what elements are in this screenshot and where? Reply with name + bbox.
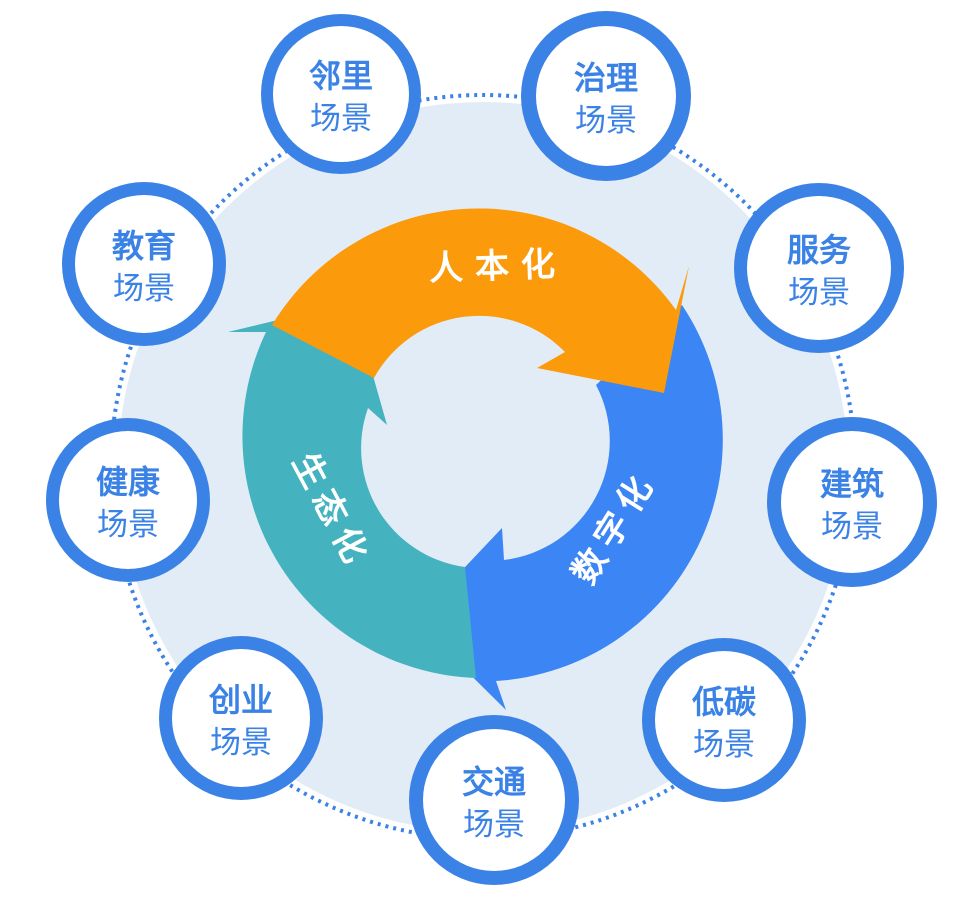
arrow-shuzi [415,305,723,710]
scene-sub: 场景 [310,101,372,137]
scene-node-face [536,26,676,166]
scene-title: 交通 [462,763,526,801]
scene-sub: 场景 [693,727,755,763]
scene-title: 治理 [574,59,638,97]
scene-sub: 场景 [97,507,159,543]
scene-node-chuangye: 创业 场景 [159,636,323,800]
scene-node-face [655,651,793,789]
scene-node-jiaotong: 交通 场景 [409,715,579,885]
scene-sub: 场景 [113,271,175,307]
label-renben: 人本化 [428,244,567,289]
scene-node-face [781,431,923,573]
scene-node-face [273,26,409,162]
scene-sub: 场景 [210,725,272,761]
scene-title: 健康 [96,463,161,501]
scene-title: 创业 [208,681,273,719]
scene-title: 服务 [787,231,851,269]
scene-node-face [747,196,891,340]
scene-node-face [172,649,310,787]
scene-node-fuwu: 服务 场景 [734,183,904,353]
scene-sub: 场景 [575,103,637,139]
scene-sub: 场景 [463,807,525,843]
scene-title: 邻里 [309,57,373,95]
scene-node-ditan: 低碳 场景 [642,638,806,802]
scene-node-jianzhu: 建筑 场景 [767,417,937,587]
scene-node-face [75,195,213,333]
arrow-shengtai [228,302,476,678]
scene-sub: 场景 [788,275,850,311]
scene-node-linli: 邻里 场景 [261,14,421,174]
scene-node-jiankang: 健康 场景 [46,418,210,582]
scene-title: 教育 [112,227,176,265]
scene-title: 建筑 [820,465,884,503]
scene-node-face [59,431,197,569]
arrow-renben [272,208,689,393]
scene-sub: 场景 [821,509,883,545]
label-renben-text: 人本化 [428,244,567,289]
scene-node-jiaoyu: 教育 场景 [62,182,226,346]
background-disc [118,102,848,832]
scene-node-zhili: 治理 场景 [521,11,691,181]
scene-title: 低碳 [692,683,757,721]
scene-node-face [423,729,565,871]
